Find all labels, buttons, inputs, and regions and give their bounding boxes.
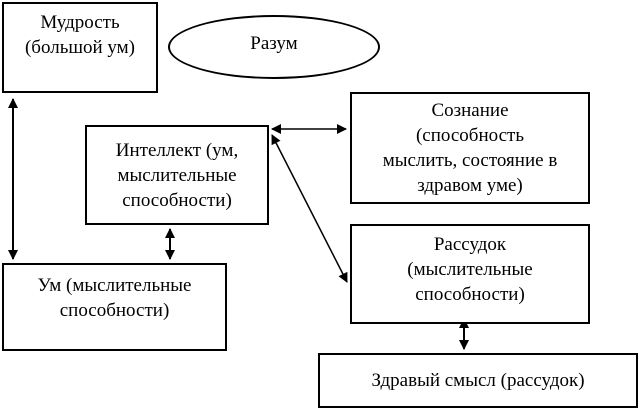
node-mind-label: Ум (мыслительные способности) bbox=[37, 275, 192, 321]
node-intellect-label: Интеллект (ум, мыслительные способности) bbox=[115, 139, 239, 211]
node-mind: Ум (мыслительные способности) bbox=[2, 263, 227, 351]
node-razum-ellipse: Разум bbox=[168, 15, 380, 79]
node-wisdom-label: Мудрость (большой ум) bbox=[24, 12, 136, 58]
node-intellect: Интеллект (ум, мыслительные способности) bbox=[85, 125, 269, 225]
node-reason-label: Рассудок (мыслительные способности) bbox=[407, 234, 533, 305]
arrow-intellect-reason bbox=[271, 134, 348, 283]
node-reason: Рассудок (мыслительные способности) bbox=[350, 224, 590, 324]
node-razum-label: Разум bbox=[250, 33, 298, 54]
node-consciousness: Сознание (способность мыслить, состояние… bbox=[350, 92, 590, 204]
node-common-sense: Здравый смысл (рассудок) bbox=[318, 353, 638, 408]
node-common-sense-label: Здравый смысл (рассудок) bbox=[371, 370, 585, 391]
node-wisdom: Мудрость (большой ум) bbox=[2, 2, 158, 93]
node-consciousness-label: Сознание (способность мыслить, состояние… bbox=[382, 100, 558, 196]
